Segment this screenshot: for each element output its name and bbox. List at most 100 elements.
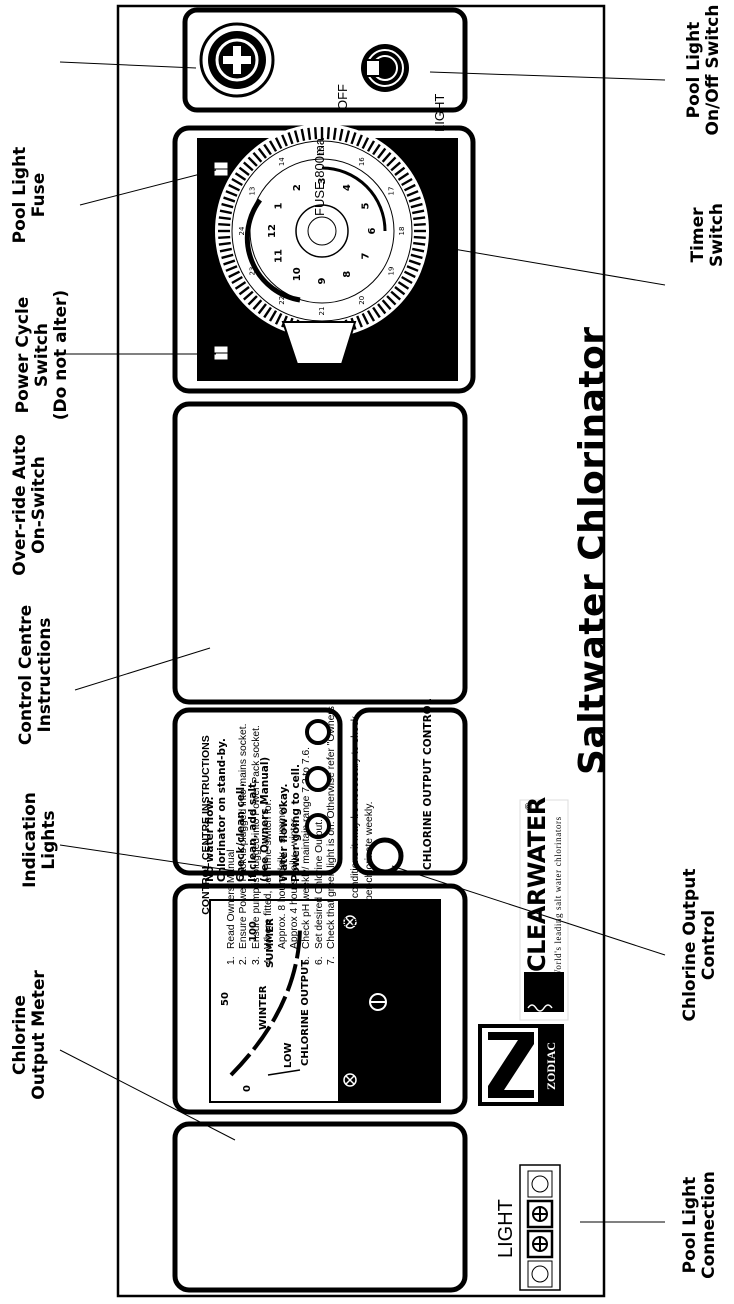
timer-tick: [223, 259, 236, 266]
clearwater-wordmark: CLEARWATER: [523, 797, 551, 972]
timer-tick: [401, 275, 413, 285]
timer-tick: [403, 183, 416, 192]
timer-hour-inner: 11: [274, 249, 285, 263]
timer-tick: [231, 177, 243, 187]
timer-tick: [221, 202, 234, 209]
pool-light-terminal-label: LIGHT: [495, 1199, 517, 1258]
timer-tick: [408, 196, 421, 203]
timer-tick: [350, 132, 357, 145]
instruction-number: 6.: [313, 956, 325, 965]
leader-lines: [59, 61, 666, 1223]
indicator-red-light: [305, 719, 331, 745]
timer-hour-outer: 18: [398, 227, 406, 236]
timer-tick: [243, 290, 254, 301]
instruction-number: 7.: [325, 956, 337, 965]
product-title: Saltwater Chlorinator: [572, 326, 613, 775]
timer-tick: [218, 241, 231, 246]
light-toggle-switch[interactable]: [361, 44, 409, 92]
timer-hour-outer: 13: [249, 187, 257, 196]
timer-tick: [247, 156, 258, 167]
timer-hour-outer: 20: [358, 296, 366, 305]
timer-hour-outer: 23: [249, 267, 257, 276]
timer-tick: [372, 143, 381, 156]
timer-tick: [238, 286, 250, 296]
switch-light-label: LIGHT: [432, 93, 447, 132]
timer-hour-inner: 4: [342, 184, 353, 191]
indication-texts: No water flow. Chlorinator on stand-by. …: [204, 712, 374, 882]
meter-zone-summer: SUMMER: [265, 918, 276, 968]
timer-tick: [411, 209, 425, 215]
timer-tick: [234, 281, 247, 290]
callout-chlorine-output-control: Chlorine Output Control: [680, 868, 719, 1022]
timer-hour-inner: 8: [342, 271, 353, 278]
timer-tick: [413, 235, 426, 239]
timer-tick: [219, 247, 233, 253]
timer-tick: [228, 183, 241, 192]
timer-tick: [410, 202, 423, 209]
clearwater-tagline: World's leading salt water chlorinators: [553, 816, 563, 978]
fuse-label: FUSE 800ma: [312, 137, 327, 216]
timer-tick: [218, 235, 231, 239]
meter-lower-body: [338, 900, 440, 1102]
timer-tick: [397, 172, 410, 181]
indicator-green-text: Water flow okay. Power going to cell.: [278, 764, 302, 882]
timer-tick: [268, 310, 278, 322]
instruction-number: 3.: [250, 956, 262, 965]
clearwater-wave-icon: [524, 972, 564, 1012]
timer-tick: [406, 190, 419, 197]
timer-tick: [252, 152, 263, 163]
timer-tick: [377, 147, 387, 159]
timer-hour-outer: 24: [238, 226, 246, 235]
timer-tick: [408, 259, 421, 266]
zodiac-logo: [478, 1024, 564, 1106]
meter-zone-winter: WINTER: [258, 985, 269, 1030]
timer-tick: [413, 241, 426, 246]
blank-module: [172, 1121, 468, 1293]
callout-pool-light-connection: Pool Light Connection: [680, 1171, 719, 1279]
panel-outline: [116, 4, 606, 1298]
chlorine-output-knob[interactable]: [366, 837, 404, 875]
callout-timer-switch: Timer Switch: [688, 202, 727, 268]
timer-tick: [394, 166, 406, 176]
timer-tick: [228, 270, 241, 279]
timer-tick: [406, 265, 419, 272]
timer-tick: [338, 128, 344, 142]
timer-hour-outer: 17: [387, 187, 395, 196]
timer-tick: [247, 295, 258, 306]
indication-lights-module: [172, 707, 343, 876]
timer-tick: [225, 190, 238, 197]
pool-light-terminal-block[interactable]: [519, 1164, 561, 1291]
timer-tick: [372, 306, 381, 319]
indicator-green-light: [305, 813, 331, 839]
meter-arc: [229, 924, 302, 1077]
timer-tick: [410, 253, 423, 260]
callout-control-centre-instructions: Control Centre Instructions: [16, 604, 55, 746]
callout-chlorine-output-meter: Chlorine Output Meter: [10, 970, 49, 1100]
timer-hour-inner: 12: [267, 224, 278, 238]
timer-tick: [257, 147, 267, 159]
instruction-number: [364, 949, 376, 965]
timer-tick: [377, 303, 387, 315]
timer-tick: [390, 161, 401, 172]
timer-tick: [381, 152, 392, 163]
timer-hour-inner: 1: [274, 202, 285, 209]
timer-hour-inner: 7: [360, 252, 371, 259]
timer-hour-inner: 6: [367, 227, 378, 234]
instruction-number: 1.: [226, 956, 238, 965]
timer-tick: [361, 137, 370, 150]
meter-screw-top: [343, 915, 357, 929]
clearwater-reg-mark: ®: [524, 802, 535, 810]
timer-tick: [293, 130, 300, 143]
timer-tick: [252, 299, 263, 310]
indicator-amber-light: [305, 766, 331, 792]
timer-hour-outer: 15: [318, 147, 326, 156]
callout-indication-lights: Indication Lights: [20, 792, 59, 888]
timer-tick: [274, 137, 283, 150]
timer-tick: [231, 275, 243, 285]
fuse-holder[interactable]: [199, 22, 275, 98]
callout-pool-light-fuse: Pool Light Fuse: [10, 146, 49, 244]
timer-tick: [314, 127, 318, 140]
timer-tick: [225, 265, 238, 272]
